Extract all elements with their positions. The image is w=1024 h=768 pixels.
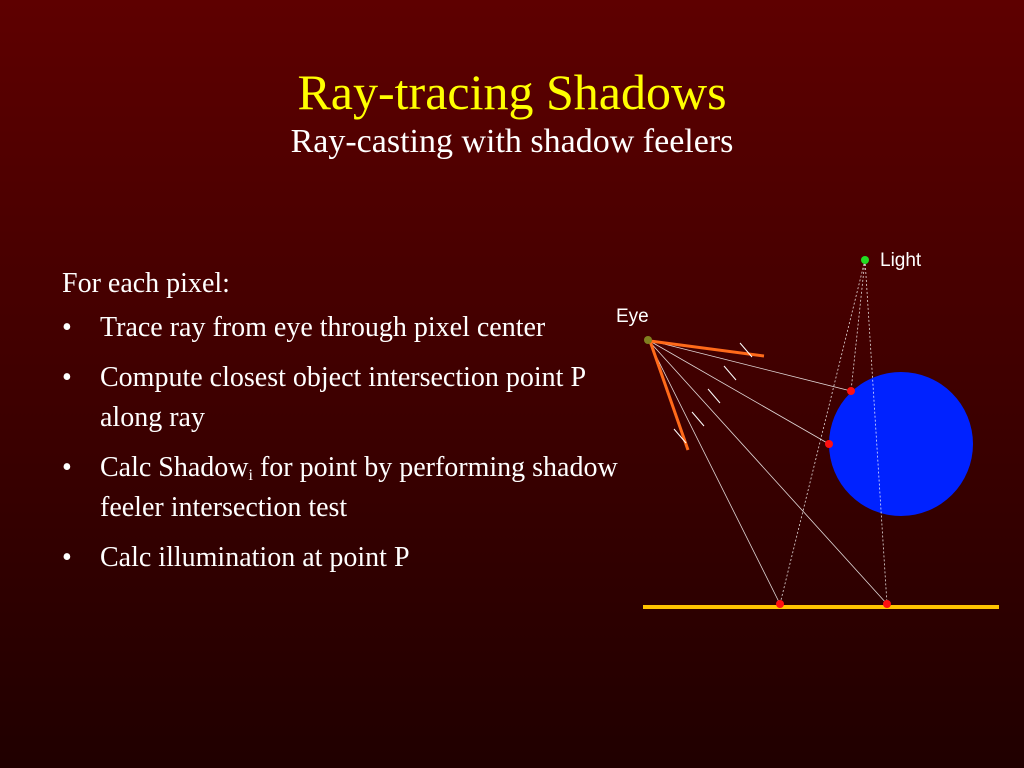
image-plane: [648, 339, 765, 451]
bullet-marker: •: [62, 312, 72, 343]
shadow-feelers: [779, 259, 888, 605]
slide-title: Ray-tracing Shadows: [297, 64, 727, 120]
eye-ray: [647, 339, 888, 605]
pixel-tick: [691, 411, 705, 427]
bullet-item: • Compute closest object intersection po…: [62, 358, 632, 438]
bullet-marker: •: [62, 362, 72, 393]
bullet-marker: •: [62, 542, 72, 573]
hit-point: [883, 600, 891, 608]
bullet-marker: •: [62, 452, 72, 483]
intro-text: For each pixel:: [62, 268, 230, 299]
bullet-item: • Calc Shadowi for point by performing s…: [62, 448, 632, 528]
hit-point: [825, 440, 833, 448]
eye-ray: [647, 339, 781, 605]
bullet-text: Compute closest object intersection poin…: [100, 362, 585, 433]
light-source-icon: [861, 256, 869, 264]
screen-edge: [648, 340, 690, 451]
hit-points: [776, 387, 891, 608]
hit-point: [776, 600, 784, 608]
eye-label: Eye: [616, 306, 649, 327]
shadow-feeler: [779, 259, 866, 605]
bullet-item: • Trace ray from eye through pixel cente…: [62, 308, 632, 348]
eye-point-icon: [644, 336, 652, 344]
pixel-tick: [707, 388, 721, 404]
light-label: Light: [880, 250, 922, 271]
eye-rays: [647, 339, 888, 605]
pixel-tick: [739, 342, 753, 358]
bullet-text-subscript: i: [248, 467, 253, 484]
bullet-text-prefix: Calc Shadow: [100, 452, 249, 483]
bullet-item: • Calc illumination at point P: [62, 538, 632, 578]
slide-subtitle: Ray-casting with shadow feelers: [290, 123, 734, 160]
screen-edge: [649, 339, 765, 358]
eye-ray: [647, 339, 852, 392]
bullet-text-suffix: for point by performing shadow feeler in…: [100, 452, 618, 523]
bullet-text: Trace ray from eye through pixel center: [100, 312, 546, 343]
shadow-feeler: [864, 259, 888, 605]
slide-body: For each pixel: • Trace ray from eye thr…: [62, 264, 632, 588]
shadow-feeler: [850, 259, 866, 392]
sphere-object: [829, 372, 973, 516]
hit-point: [847, 387, 855, 395]
pixel-tick: [673, 428, 687, 444]
bullet-text: Calc Shadowi for point by performing sha…: [100, 452, 618, 523]
bullet-list: • Trace ray from eye through pixel cente…: [62, 308, 632, 578]
eye-ray: [647, 339, 830, 445]
pixel-tick: [723, 365, 737, 381]
bullet-text: Calc illumination at point P: [100, 542, 410, 573]
